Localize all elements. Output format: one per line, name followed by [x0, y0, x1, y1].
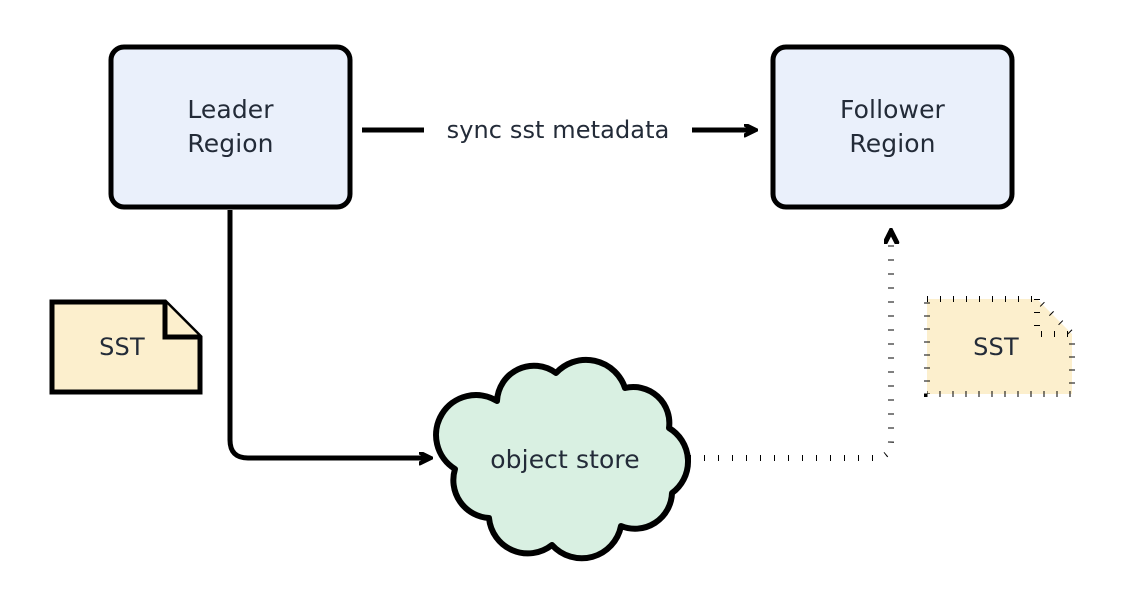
- node-sst-leader-label: SST: [99, 333, 145, 361]
- edge-sync-label: sync sst metadata: [424, 112, 692, 148]
- edge-object-store-to-follower: [690, 232, 891, 461]
- node-leader-region-shape[interactable]: [108, 44, 353, 210]
- node-sst-leader-fold: [162, 302, 200, 340]
- node-follower-region-shape[interactable]: [770, 44, 1015, 210]
- node-sst-follower-shape[interactable]: [924, 296, 1075, 397]
- node-object-store-label: object store: [490, 444, 640, 474]
- edge-leader-to-object-store: [227, 210, 430, 458]
- node-sst-follower-label: SST: [973, 332, 1019, 361]
- node-object-store-shape[interactable]: [433, 356, 692, 562]
